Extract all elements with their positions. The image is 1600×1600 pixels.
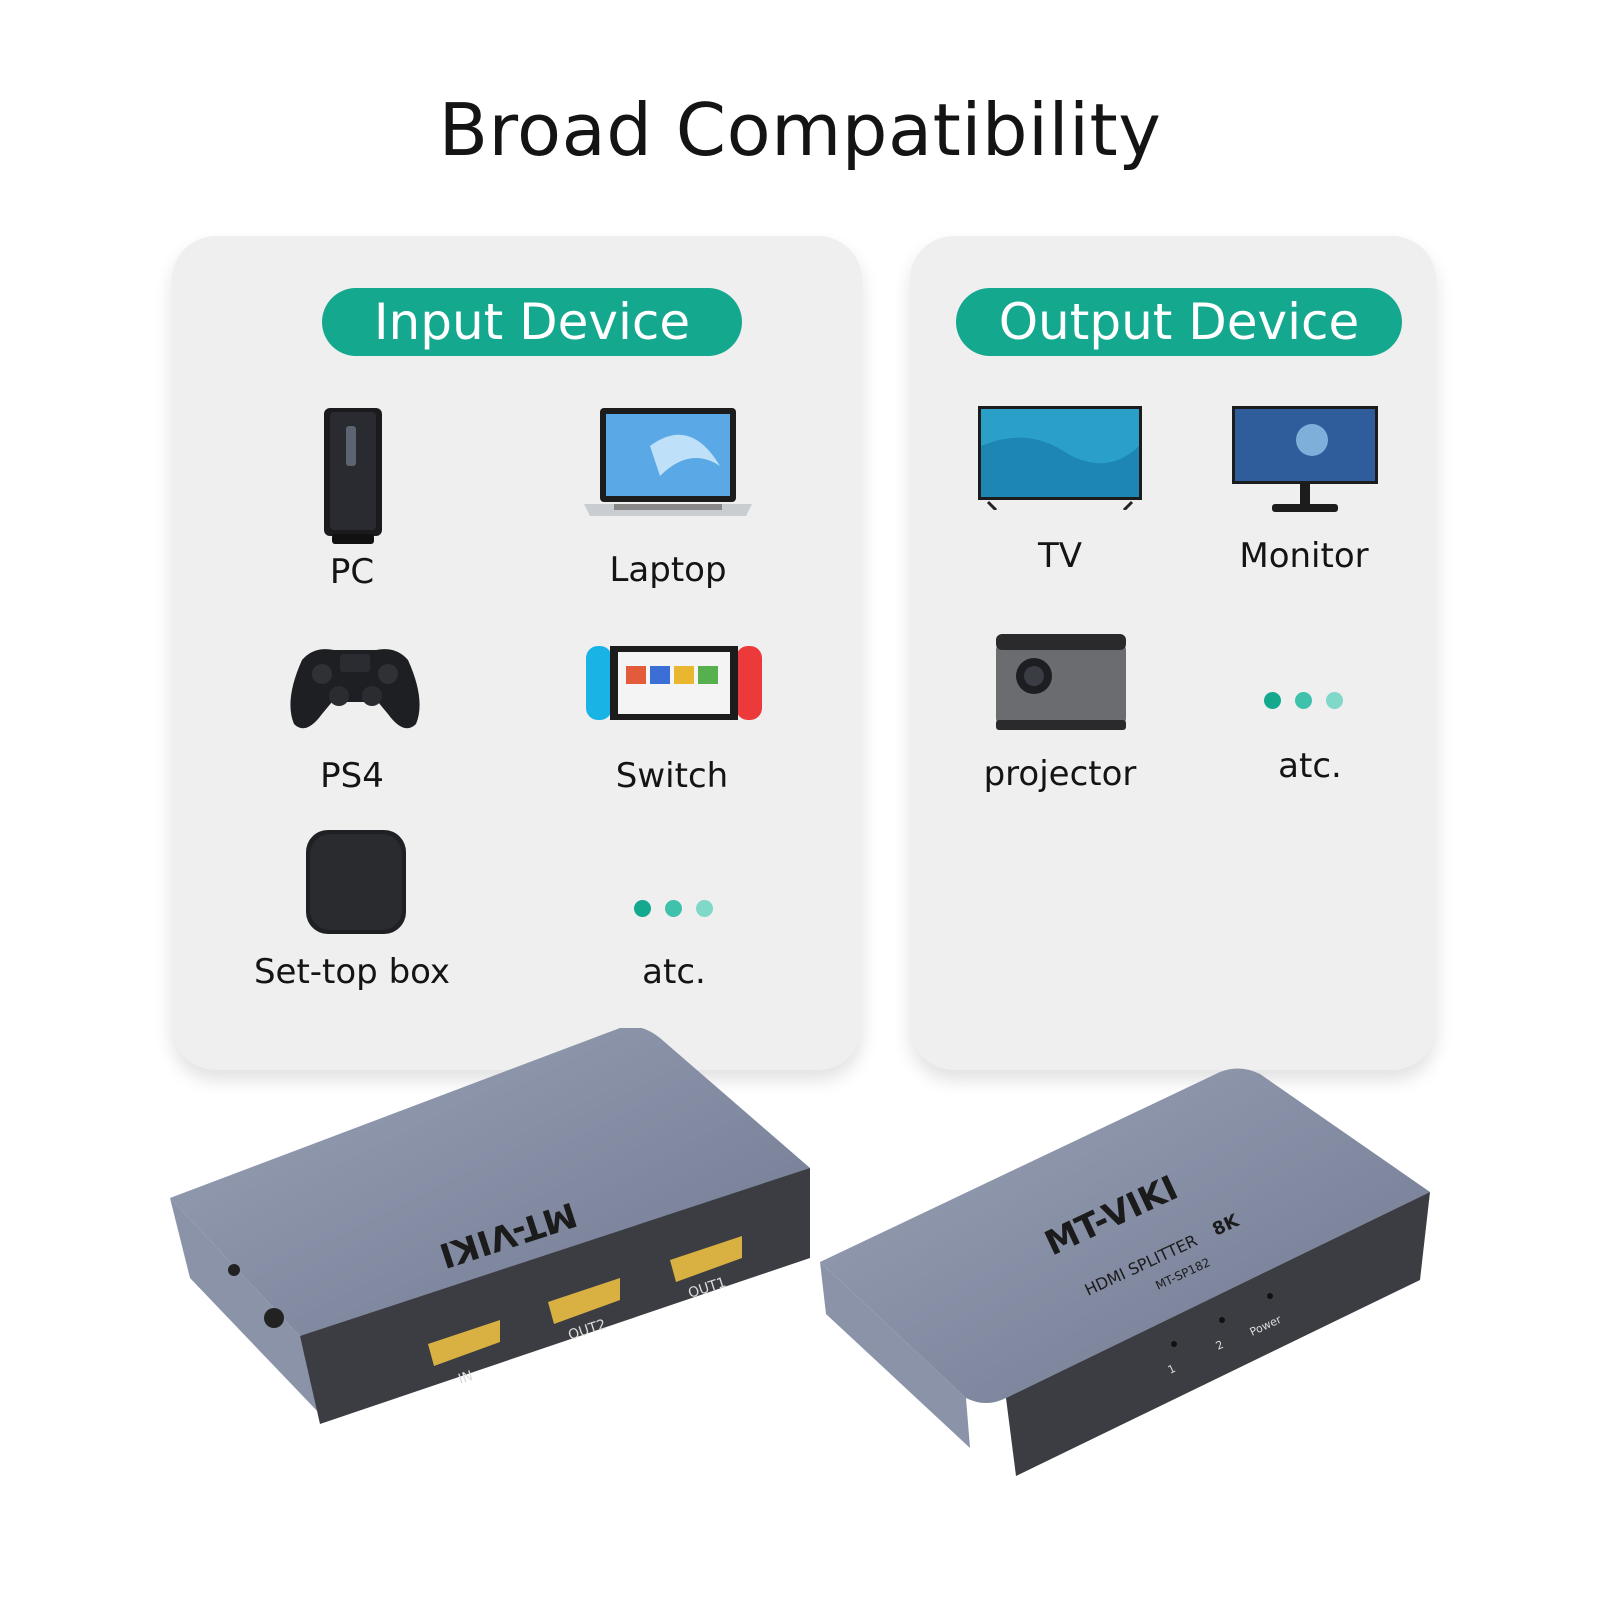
indicator-label: 1: [1166, 1362, 1178, 1377]
output-device-panel: Output Device TV Monitor projector atc.: [910, 236, 1436, 1070]
output-item-label: TV: [1037, 536, 1083, 576]
laptop-icon: [584, 408, 752, 516]
led-indicator: [1267, 1293, 1273, 1299]
pc-tower-icon: [324, 408, 382, 544]
input-device-title: Input Device: [322, 288, 742, 356]
output-item-label: projector: [983, 754, 1137, 794]
monitor-icon: [1232, 406, 1378, 512]
input-item-label: atc.: [642, 952, 706, 992]
switch-console-icon: [586, 646, 762, 720]
hdmi-port: [548, 1278, 620, 1324]
port-label: IN: [456, 1368, 475, 1388]
projector-icon: [996, 634, 1126, 730]
more-dots-icon: [1264, 692, 1343, 709]
led-indicator: [1171, 1341, 1177, 1347]
more-dots-icon: [634, 900, 713, 917]
input-item-label: Set-top box: [253, 952, 451, 992]
tv-icon: [978, 406, 1142, 510]
indicator-label: 2: [1214, 1338, 1226, 1353]
input-item-label: PC: [329, 552, 375, 592]
input-item-label: Laptop: [609, 550, 727, 590]
hdmi-splitter-front-side: MT-VIKI HDMI SPLITTER 8K MT-SP182 1 2 Po…: [820, 1068, 1430, 1476]
output-item-label: atc.: [1278, 746, 1342, 786]
input-item-label: PS4: [320, 756, 384, 796]
gamepad-icon: [290, 649, 420, 729]
page-title: Broad Compatibility: [438, 88, 1162, 172]
output-item-label: Monitor: [1239, 536, 1369, 576]
set-top-box-icon: [306, 830, 406, 934]
hdmi-port: [428, 1320, 500, 1366]
hdmi-port: [670, 1236, 742, 1282]
hdmi-splitter-ports-side: IN OUT2 OUT1 MT-VIKI: [170, 1028, 810, 1424]
led-indicator: [1219, 1317, 1225, 1323]
input-item-label: Switch: [615, 756, 729, 796]
output-device-title: Output Device: [956, 288, 1402, 356]
input-device-panel: Input Device PC Laptop PS4 Switch: [172, 236, 862, 1070]
